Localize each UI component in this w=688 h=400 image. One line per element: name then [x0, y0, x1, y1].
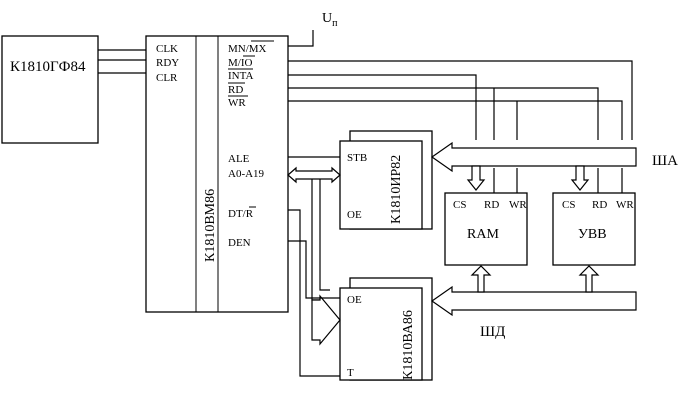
latch-box: [339, 140, 423, 230]
cpu-pin-clk: CLK: [156, 43, 178, 55]
dtr-line: [288, 209, 340, 377]
power-line: [288, 30, 314, 47]
transceiver-box: [339, 287, 423, 381]
io-device-label: УВВ: [578, 227, 607, 242]
io-device-box: [552, 192, 636, 266]
clock-generator-label: К1810ГФ84: [10, 59, 86, 75]
cpu-pin-wr: WR: [228, 97, 246, 109]
address-bus-arrow: [430, 141, 637, 173]
cpu-pin-rdy: RDY: [156, 57, 179, 69]
inta-line: [288, 74, 477, 140]
io-pin-cs: CS: [562, 199, 575, 211]
cpu-pin-dtr: DT/R: [228, 208, 254, 220]
latch-pin-stb: STB: [347, 152, 367, 164]
cpu-pin-clr: CLR: [156, 72, 178, 84]
ram-label: RAM: [467, 227, 499, 242]
cpu-box: [145, 35, 289, 313]
ram-address-tap: [466, 165, 486, 191]
ram-pin-cs: CS: [453, 199, 466, 211]
cpu-pin-mnmx: MN/MX: [228, 43, 267, 55]
data-bus-label: ШД: [480, 324, 505, 340]
ram-pin-wr: WR: [509, 199, 527, 211]
cpu-label: К1810ВМ86: [203, 189, 218, 262]
io-data-tap: [578, 265, 600, 293]
wr-line: [288, 100, 623, 140]
address-bus-label: ША: [652, 153, 678, 169]
latch-pin-oe: OE: [347, 209, 362, 221]
cpu-pin-den: DEN: [228, 237, 251, 249]
power-label: Uп: [322, 11, 338, 29]
bus-to-transceiver-left: [311, 179, 320, 301]
mio-line: [288, 60, 633, 140]
bus-to-transceiver-right: [319, 179, 330, 291]
io-pin-wr: WR: [616, 199, 634, 211]
transceiver-pin-t: T: [347, 367, 354, 379]
io-pin-rd: RD: [592, 199, 607, 211]
ram-pin-rd: RD: [484, 199, 499, 211]
cpu-pin-inta: INTA: [228, 70, 253, 82]
transceiver-pin-oe: OE: [347, 294, 362, 306]
io-address-tap: [570, 165, 590, 191]
address-data-local-bus-arrow: [287, 166, 341, 184]
transceiver-label: К1810ВА86: [401, 310, 416, 380]
ram-data-tap: [470, 265, 492, 293]
rd-line: [288, 87, 599, 140]
latch-label: К1810ИР82: [389, 155, 404, 224]
cpu-pin-a0-a19: A0-A19: [228, 168, 265, 180]
cpu-pin-rd: RD: [228, 84, 243, 96]
ram-box: [444, 192, 528, 266]
cpu-pin-mio: M/IO: [228, 57, 253, 69]
den-line: [288, 240, 340, 299]
transceiver-input-arrow: [311, 294, 341, 346]
data-bus-arrow: [430, 285, 637, 317]
cpu-pin-ale: ALE: [228, 153, 250, 165]
clock-generator-box: [1, 35, 99, 144]
